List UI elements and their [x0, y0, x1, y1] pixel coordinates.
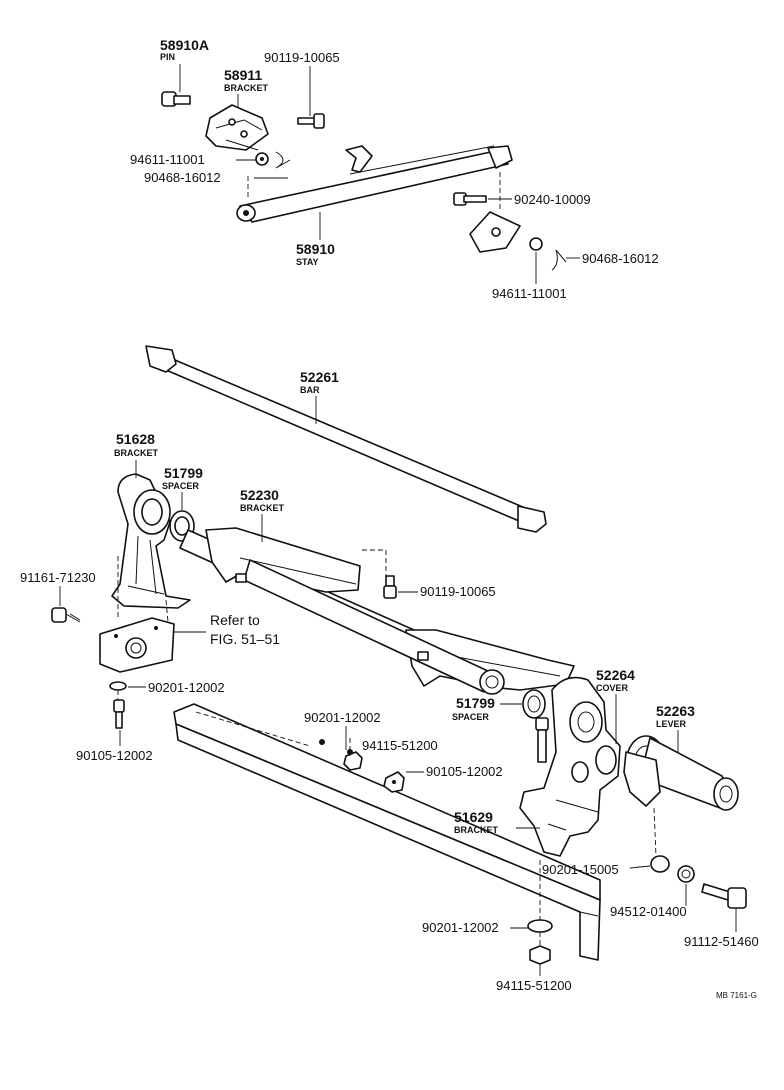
label-90201-15005: 90201-15005: [542, 862, 619, 877]
label-52261-number: 52261: [300, 369, 339, 385]
washer-90201-bottom-part: [527, 919, 553, 933]
clip-pin-90468-right-part: [551, 249, 567, 271]
refer-note-line1: Refer to: [210, 612, 260, 628]
label-90468-right: 90468-16012: [582, 251, 659, 266]
nut-94115-bottom-part: [529, 945, 551, 965]
label-94115-center: 94115-51200: [362, 738, 438, 753]
label-51799-right-number: 51799: [456, 695, 495, 711]
bolt-90119-top-part: [297, 113, 325, 129]
label-52264-name: COVER: [596, 683, 629, 693]
label-51799-left-name: SPACER: [162, 481, 199, 491]
label-51629-name: BRACKET: [454, 825, 499, 835]
label-91161: 91161-71230: [20, 570, 96, 585]
label-58910a-number: 58910A: [160, 37, 209, 53]
label-90201-center: 90201-12002: [304, 710, 381, 725]
label-94512: 94512-01400: [610, 904, 687, 919]
washer-90201-15005-part: [650, 855, 670, 873]
label-58910-number: 58910: [296, 241, 335, 257]
bolt-90105-center-part: [535, 717, 549, 763]
torsion-bar-52261-part: [145, 345, 547, 533]
label-58910a-name: PIN: [160, 52, 175, 62]
spacer-51799-right-part: [522, 689, 546, 719]
bracket-58911-part: [205, 104, 269, 151]
bolt-91161-part: [51, 607, 81, 623]
label-52230-number: 52230: [240, 487, 279, 503]
label-51628-name: BRACKET: [114, 448, 159, 458]
label-52263-number: 52263: [656, 703, 695, 719]
bracket-51629-part: [519, 676, 621, 857]
cross-tube-bracket-52230-part: [179, 527, 575, 695]
label-94611-left: 94611-11001: [130, 152, 205, 167]
label-52264-number: 52264: [596, 667, 635, 683]
label-52230-name: BRACKET: [240, 503, 285, 513]
clip-pin-90468-left-part: [275, 151, 291, 169]
stay-assembly: [161, 91, 567, 271]
pin-58910a-part: [161, 91, 191, 107]
washer-94611-right-part: [529, 237, 543, 251]
label-90105-left: 90105-12002: [76, 748, 153, 763]
bracket-51628-part: [111, 473, 191, 609]
bolt-91112-part: [701, 883, 747, 909]
bolt-90105-left-part: [113, 699, 125, 729]
lever-52263-part: [623, 737, 739, 811]
nut-center-frame-part: [383, 771, 405, 793]
label-52263-name: LEVER: [656, 719, 687, 729]
label-51628-number: 51628: [116, 431, 155, 447]
stay-58910-part: [236, 145, 513, 223]
label-91112: 91112-51460: [684, 934, 759, 949]
label-51799-left-number: 51799: [164, 465, 203, 481]
bolt-90240-part: [453, 192, 487, 206]
mounting-plate-part: [99, 617, 175, 673]
label-90201-bottom: 90201-12002: [422, 920, 499, 935]
label-90119-top: 90119-10065: [264, 50, 340, 65]
refer-note-line2: FIG. 51–51: [210, 631, 280, 647]
label-58910-name: STAY: [296, 257, 319, 267]
label-58911-name: BRACKET: [224, 83, 269, 93]
label-90240: 90240-10009: [514, 192, 591, 207]
label-52261-name: BAR: [300, 385, 320, 395]
label-90201-left: 90201-12002: [148, 680, 225, 695]
bolt-90119-mid-part: [383, 575, 397, 599]
label-90119-mid: 90119-10065: [420, 584, 496, 599]
label-51799-right-name: SPACER: [452, 712, 489, 722]
label-94611-right: 94611-11001: [492, 286, 567, 301]
drawing-code: MB 7161-G: [716, 991, 757, 1000]
label-51629-number: 51629: [454, 809, 493, 825]
washer-94512-part: [677, 865, 695, 883]
label-94115-bottom: 94115-51200: [496, 978, 572, 993]
label-90105-center: 90105-12002: [426, 764, 503, 779]
label-58911-number: 58911: [224, 67, 262, 83]
nut-94115-center-part: [343, 751, 363, 771]
washer-90201-left-part: [109, 681, 127, 691]
label-90468-left: 90468-16012: [144, 170, 221, 185]
frame-channel-part: [173, 703, 601, 961]
